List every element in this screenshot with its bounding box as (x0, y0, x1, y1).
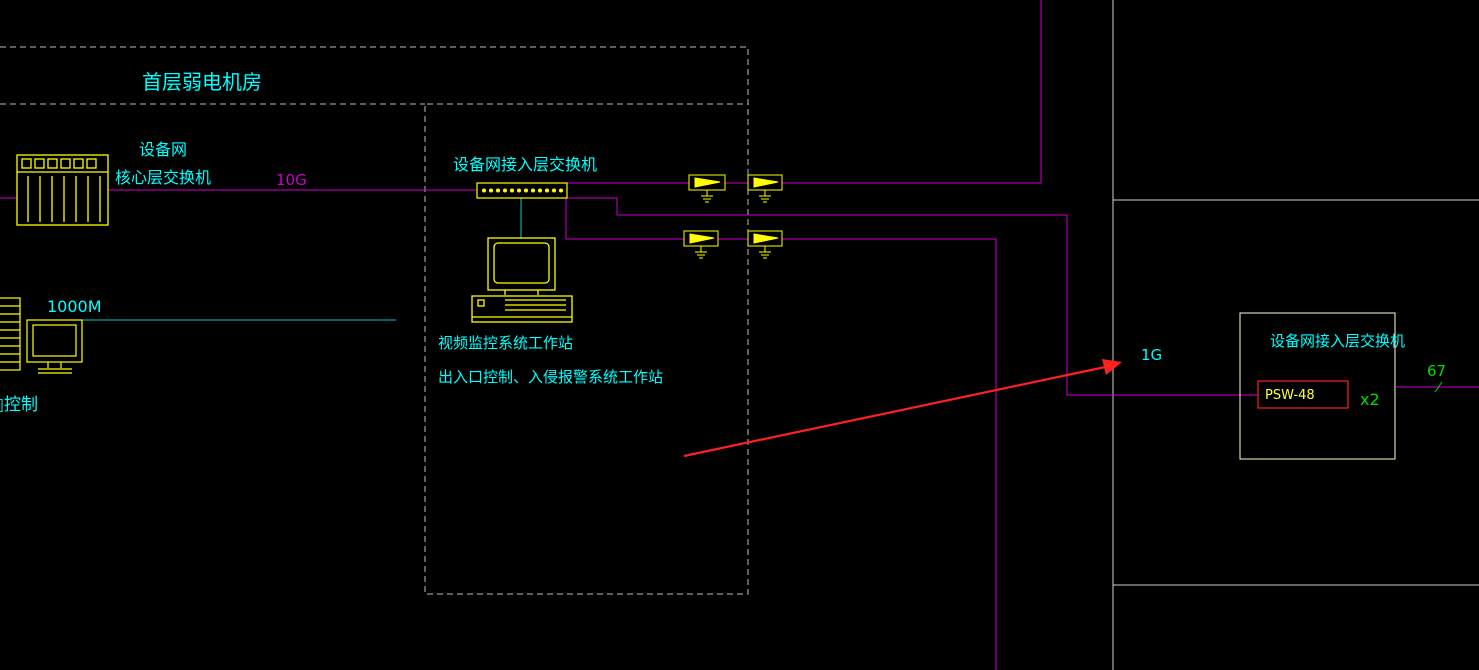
remote-access-switch-box[interactable] (1239, 312, 1396, 460)
room-boundary-dashed (0, 46, 749, 595)
left-control-label: □控制 (0, 395, 39, 415)
speed-label-1g: 1G (1141, 346, 1163, 364)
monitor-icon[interactable] (26, 319, 83, 374)
workstation-label-line1: 视频监控系统工作站 (438, 334, 574, 352)
cyan-network-links (45, 198, 522, 321)
server-rack-icon[interactable] (0, 297, 21, 371)
core-switch-label-line1: 设备网 (139, 140, 188, 159)
model-label-box (1257, 380, 1349, 409)
speed-label-1000m: 1000M (47, 297, 102, 316)
workstation-label-line2: 出入口控制、入侵报警系统工作站 (438, 368, 664, 386)
core-switch-label-line2: 核心层交换机 (115, 168, 212, 187)
count-tick-mark (1434, 381, 1443, 393)
access-switch-label: 设备网接入层交换机 (453, 155, 598, 174)
remote-switch-title: 设备网接入层交换机 (1270, 332, 1406, 350)
room-title: 首层弱电机房 (142, 70, 262, 94)
drawing-frame-lines (1112, 0, 1479, 670)
remote-switch-model: PSW-48 (1265, 388, 1315, 403)
speed-label-10g: 10G (276, 171, 307, 189)
surge-protector-icon[interactable] (747, 174, 783, 203)
multiplier-label: x2 (1360, 390, 1380, 409)
surge-protector-icon[interactable] (683, 230, 719, 259)
core-switch-icon[interactable] (16, 154, 109, 226)
count-label-67: 67 (1427, 362, 1447, 380)
red-arrow-annotation-icon (683, 359, 1122, 458)
access-switch-icon[interactable] (476, 182, 568, 199)
surge-protector-icon[interactable] (688, 174, 726, 203)
workstation-computer-icon[interactable] (471, 237, 573, 323)
surge-protector-icon[interactable] (747, 230, 783, 259)
